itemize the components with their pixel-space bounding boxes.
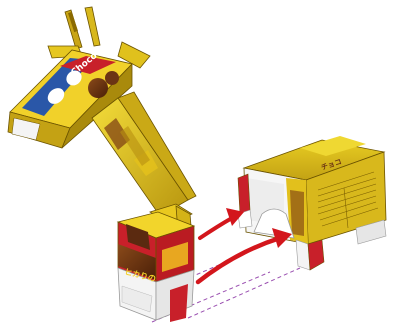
giraffe-front-body: ヒカりの xyxy=(118,212,194,322)
arrow-icon xyxy=(200,208,244,238)
giraffe-rear-body: チョコ xyxy=(238,136,386,270)
arrow-icon xyxy=(198,228,292,282)
giraffe-neck xyxy=(92,92,196,216)
giraffe-horns xyxy=(65,7,100,49)
